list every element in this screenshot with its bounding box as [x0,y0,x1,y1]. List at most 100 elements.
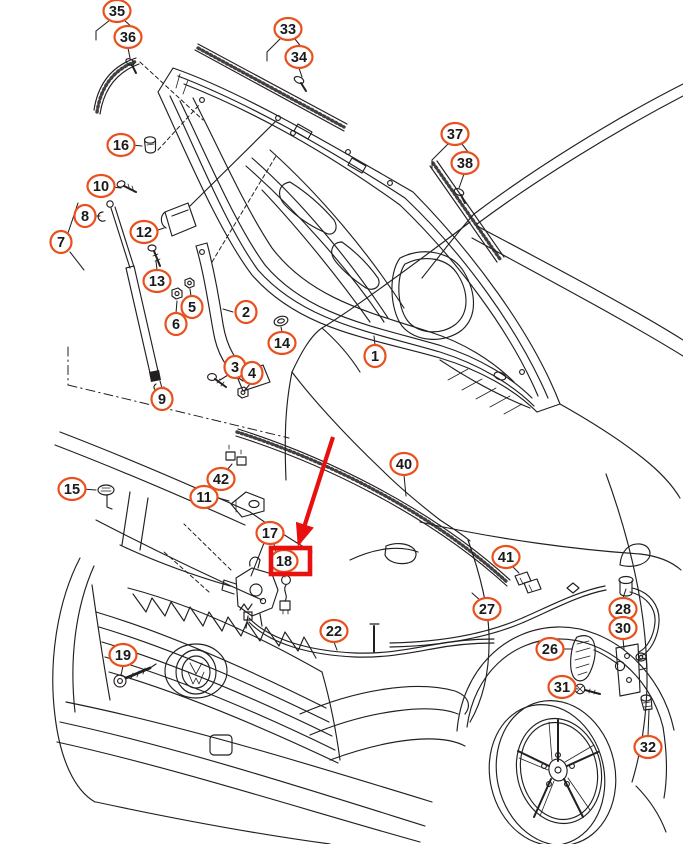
callout-28[interactable]: 28 [608,596,638,622]
callout-14[interactable]: 14 [267,330,297,356]
callout-5[interactable]: 5 [180,294,204,320]
callout-circle-9[interactable] [150,386,174,412]
callout-27[interactable]: 27 [472,596,502,622]
callout-circle-14[interactable] [267,330,297,356]
callout-circle-15[interactable] [57,476,87,502]
callout-26[interactable]: 26 [535,636,565,662]
callout-circle-6[interactable] [164,311,188,337]
callout-17[interactable]: 17 [255,520,285,546]
callout-34[interactable]: 34 [284,44,314,70]
latch-cable-art [221,556,660,711]
callout-circle-40[interactable] [389,451,419,477]
callout-leader-38 [458,173,465,189]
callout-36[interactable]: 36 [113,24,143,50]
callout-number-6: 6 [172,317,180,333]
callout-37[interactable]: 37 [440,121,470,147]
callout-number-15: 15 [64,482,80,498]
callout-38[interactable]: 38 [450,150,480,176]
callout-number-14: 14 [274,336,290,352]
callout-leader-40 [403,474,407,497]
clip-pin-36-art [125,58,137,74]
callout-number-16: 16 [113,138,129,154]
callout-circle-36[interactable] [113,24,143,50]
callout-22[interactable]: 22 [319,618,349,644]
callout-number-12: 12 [136,225,152,241]
callout-circle-35[interactable] [102,0,132,24]
callout-number-32: 32 [640,740,656,756]
callout-circle-37[interactable] [440,121,470,147]
callout-circle-19[interactable] [108,642,138,668]
callout-number-38: 38 [457,156,473,172]
callout-leader-19 [120,665,124,676]
callout-leader-30 [622,638,625,650]
callout-number-5: 5 [188,300,196,316]
callout-leader-22 [333,641,338,651]
highlight-arrow [295,436,335,547]
callout-circle-41[interactable] [491,544,521,570]
callout-number-22: 22 [326,624,342,640]
artwork [52,43,683,844]
callout-leader-28 [622,588,627,599]
callout-circle-12[interactable] [129,219,159,245]
callout-circle-30[interactable] [608,615,638,641]
callout-15[interactable]: 15 [57,476,87,502]
callout-13[interactable]: 13 [142,268,172,294]
callout-number-10: 10 [93,179,109,195]
callout-number-40: 40 [396,457,412,473]
wheel-art [456,626,675,844]
callout-40[interactable]: 40 [389,451,419,477]
callout-6[interactable]: 6 [164,311,188,337]
callout-circle-22[interactable] [319,618,349,644]
callout-10[interactable]: 10 [86,173,116,199]
callout-number-18: 18 [276,554,292,570]
callout-circle-26[interactable] [535,636,565,662]
callout-9[interactable]: 9 [150,386,174,412]
callout-leader-2 [222,308,234,313]
callout-circle-33[interactable] [273,16,303,42]
callout-number-3: 3 [231,360,239,376]
callout-leader-34 [298,67,303,78]
callout-circle-8[interactable] [73,203,97,229]
callout-30[interactable]: 30 [608,615,638,641]
callout-circle-2[interactable] [234,299,258,325]
callout-41[interactable]: 41 [491,544,521,570]
callout-circle-38[interactable] [450,150,480,176]
callout-number-17: 17 [262,526,278,542]
callout-33[interactable]: 33 [273,16,303,42]
callout-circle-11[interactable] [189,484,219,510]
callout-12[interactable]: 12 [129,219,159,245]
callout-circle-16[interactable] [106,132,136,158]
callout-8[interactable]: 8 [73,203,97,229]
highlight-box-part-18[interactable] [268,545,313,577]
callout-circle-5[interactable] [180,294,204,320]
callout-7[interactable]: 7 [49,229,73,255]
callout-circle-7[interactable] [49,229,73,255]
callout-1[interactable]: 1 [363,343,387,369]
callout-19[interactable]: 19 [108,642,138,668]
callout-circle-1[interactable] [363,343,387,369]
callout-number-26: 26 [542,642,558,658]
callout-circle-4[interactable] [240,360,264,386]
callout-circle-31[interactable] [547,674,577,700]
callout-circle-42[interactable] [206,466,236,492]
callout-18[interactable]: 18 [269,548,299,574]
front-end-art [52,557,469,844]
callout-circle-27[interactable] [472,596,502,622]
callout-31[interactable]: 31 [547,674,577,700]
hood-art [139,61,561,415]
callout-number-19: 19 [115,648,131,664]
callout-circle-17[interactable] [255,520,285,546]
callout-circle-34[interactable] [284,44,314,70]
callout-42[interactable]: 42 [206,466,236,492]
callout-2[interactable]: 2 [234,299,258,325]
callout-circle-13[interactable] [142,268,172,294]
callout-35[interactable]: 35 [102,0,132,24]
callout-32[interactable]: 32 [633,734,663,760]
callout-4[interactable]: 4 [240,360,264,386]
callout-number-27: 27 [479,602,495,618]
callout-16[interactable]: 16 [106,132,136,158]
callout-11[interactable]: 11 [189,484,219,510]
callout-circle-10[interactable] [86,173,116,199]
callout-circle-32[interactable] [633,734,663,760]
